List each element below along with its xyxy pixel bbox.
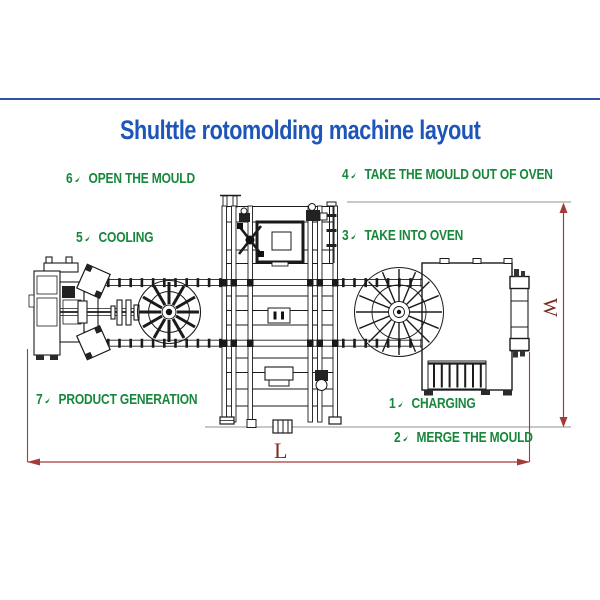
step-label-product-generation: 7 PRODUCT GENERATION: [36, 391, 198, 409]
oven-side-pipe: [326, 201, 337, 263]
width-dimension: [559, 202, 568, 428]
step-number: 6: [66, 170, 73, 187]
step-number: 3: [342, 227, 349, 244]
platform-stairs: [427, 360, 487, 390]
step-label-merge-the-mould: 2 MERGE THE MOULD: [394, 429, 533, 447]
step-text: MERGE THE MOULD: [416, 429, 533, 446]
title-text: Shulttle rotomolding machine layout: [119, 115, 481, 145]
dimension-lines: [26, 202, 568, 466]
length-dimension: [26, 349, 531, 466]
step-number: 7: [36, 391, 43, 408]
step-text: OPEN THE MOULD: [88, 170, 196, 187]
enumeration-comma-icon: [351, 168, 357, 179]
header-divider: [0, 98, 600, 100]
mould-station-machine: [28, 256, 140, 361]
enumeration-comma-icon: [403, 431, 409, 442]
oven-structure: [219, 194, 342, 434]
step-label-take-into-oven: 3 TAKE INTO OVEN: [342, 227, 463, 245]
oven-control-box: [255, 220, 305, 267]
dimension-length-label: L: [274, 438, 288, 463]
step-text: TAKE INTO OVEN: [364, 227, 464, 244]
step-text: COOLING: [98, 229, 154, 246]
page-title: Shulttle rotomolding machine layout: [0, 115, 600, 146]
rail-joint-nodes: [221, 279, 339, 347]
enumeration-comma-icon: [351, 229, 357, 240]
step-label-charging: 1 CHARGING: [389, 395, 476, 413]
step-text: CHARGING: [411, 395, 476, 412]
tilted-mould-box-top: [75, 263, 111, 299]
step-label-cooling: 5 COOLING: [76, 229, 154, 247]
cooling-spider-wheel: [136, 279, 202, 345]
shuttle-spider-wheel: [354, 267, 444, 357]
step-text: PRODUCT GENERATION: [58, 391, 198, 408]
step-label-open-the-mould: 6 OPEN THE MOULD: [66, 170, 195, 188]
platform-side-unit: [509, 269, 530, 358]
oven-foot-grille: [272, 419, 293, 434]
step-text: TAKE THE MOULD OUT OF OVEN: [364, 166, 553, 183]
enumeration-comma-icon: [398, 397, 404, 408]
enumeration-comma-icon: [45, 393, 51, 404]
step-number: 5: [76, 229, 83, 246]
step-number: 1: [389, 395, 396, 412]
step-label-take-mould-out-of-oven: 4 TAKE THE MOULD OUT OF OVEN: [342, 166, 553, 184]
scissor-brace: [237, 223, 264, 257]
enumeration-comma-icon: [75, 172, 81, 183]
extension-lines: [205, 201, 571, 428]
shuttle-rails: [104, 278, 423, 348]
dimension-width-label: W: [538, 298, 561, 317]
tilted-mould-box-bottom: [75, 325, 111, 361]
enumeration-comma-icon: [85, 231, 91, 242]
step-number: 4: [342, 166, 349, 183]
step-number: 2: [394, 429, 401, 446]
charging-platform: [421, 258, 530, 396]
